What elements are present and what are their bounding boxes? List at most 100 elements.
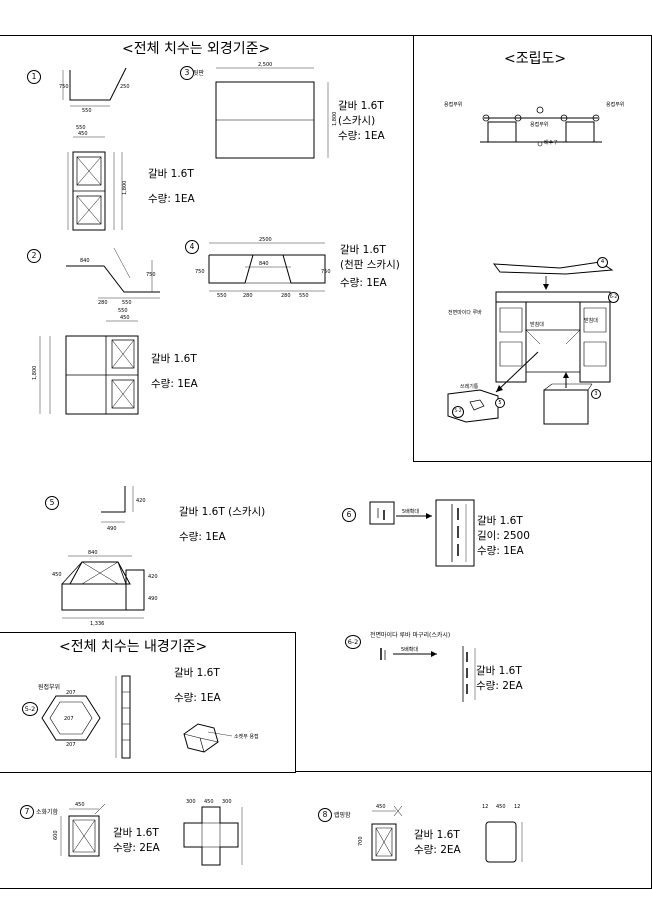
part-6-2-drawing: 5배확대	[375, 646, 485, 706]
part-4-dim-b550-l: 550	[217, 293, 227, 299]
part-7-material: 갈바 1.6T	[113, 827, 159, 839]
part-2-side-1800: 1,800	[32, 366, 38, 380]
part-6-2-spec: 갈바 1.6T 수량: 2EA	[476, 664, 523, 694]
part-5-2-name: 원접부위	[38, 684, 61, 691]
assembly-callout-6-2: 6-2	[608, 292, 619, 303]
part-3-name: 뒷판	[193, 70, 205, 77]
part-4-dim-right-750: 750	[321, 269, 331, 275]
part-3-number: 3	[180, 66, 194, 80]
assembly-top-drawing: 용접부위 용접부위 용접부위 배수구	[444, 101, 624, 156]
part-4-qty: 수량: 1EA	[340, 277, 387, 289]
part-4-dim-left-750: 750	[195, 269, 205, 275]
part-1-top-550: 550	[76, 125, 86, 131]
part-4-drawing: 2500 840 750 750 550 280 280 550	[195, 237, 331, 299]
part-6-2-qty: 수량: 2EA	[476, 680, 523, 692]
part-3-spec: 갈바 1.6T (스카시) 수량: 1EA	[338, 99, 385, 144]
part-8-name: 랩핑함	[334, 812, 351, 819]
part-7-number: 7	[20, 805, 34, 819]
assembly-weld-right: 용접부위	[606, 101, 624, 108]
part-6-2-number: 6-2	[345, 635, 361, 649]
part-5-dim-840: 840	[88, 550, 98, 556]
part-3-note: (스카시)	[338, 115, 376, 127]
part-8-dim-h: 700	[358, 836, 364, 846]
part-8-dim-w: 450	[376, 804, 386, 810]
part-8-dim-a: 12	[482, 804, 488, 810]
part-2-dim-840: 840	[80, 258, 90, 264]
assembly-main-drawing: 전면마이다 루바 받침대 받침대 쓰레기통	[440, 254, 630, 434]
assembly-support-label: 받침대	[584, 317, 598, 324]
part-8-material: 갈바 1.6T	[414, 829, 460, 841]
assembly-stand-label: 받침대	[530, 321, 544, 328]
part-2-qty: 수량: 1EA	[151, 378, 198, 390]
part-2-dim-750: 750	[146, 272, 156, 278]
interior-frame-bottom-line	[295, 771, 651, 772]
part-6-2-name: 전면마이다 루바 마구리(스카시)	[370, 632, 451, 639]
part-4-dim-b280-r: 280	[281, 293, 291, 299]
assembly-wall-label: 전면마이다 루바	[448, 309, 482, 316]
part-5-spec: 갈바 1.6T (스카시) 수량: 1EA	[179, 505, 265, 545]
part-8-number: 8	[318, 808, 332, 822]
part-5-2-hex-drawing: 207 207 207	[36, 690, 116, 748]
part-5-2-spec: 갈바 1.6T 수량: 1EA	[174, 666, 221, 706]
part-8-spec: 갈바 1.6T 수량: 2EA	[414, 828, 461, 858]
part-4-note: (천판 스카시)	[340, 259, 400, 271]
part-1-front-drawing: 550 450 1,800	[56, 125, 128, 235]
assembly-drain: 배수구	[544, 139, 558, 146]
title-exterior: <전체 치수는 외경기준>	[122, 41, 271, 57]
part-1-dim-250: 250	[120, 84, 130, 90]
part-5-2-strip-drawing	[110, 672, 140, 762]
part-2-profile-drawing: 840 750 280 550	[60, 248, 160, 306]
interior-frame	[0, 632, 296, 773]
part-1-spec: 갈바 1.6T 수량: 1EA	[148, 167, 195, 207]
part-5-2-number: 5-2	[22, 702, 38, 716]
part-5-dim-1336: 1,336	[90, 621, 104, 627]
assembly-callout-5-2: 5-2	[452, 406, 464, 418]
part-2-top-550: 550	[118, 308, 128, 314]
part-5-2-qty: 수량: 1EA	[174, 692, 221, 704]
part-7-dim-w: 450	[75, 802, 85, 808]
part-5-2-3d-drawing: 소켓부 용접	[178, 718, 259, 758]
part-1-dim-750: 750	[59, 84, 69, 90]
part-5-material: 갈바 1.6T (스카시)	[179, 506, 266, 518]
part-7-name: 소화기함	[36, 809, 59, 816]
part-7-dim-c: 300	[222, 799, 232, 805]
part-1-number: 1	[27, 70, 41, 84]
part-5-dim-490: 490	[107, 526, 117, 532]
part-3-drawing: 2,500 1,800	[210, 62, 338, 160]
part-6-material: 갈바 1.6T	[477, 515, 523, 527]
part-1-dim-550: 550	[82, 108, 92, 114]
part-6-2-material: 갈바 1.6T	[476, 665, 522, 677]
part-2-spec: 갈바 1.6T 수량: 1EA	[151, 352, 198, 392]
part-6-zoom: 5배확대	[402, 508, 419, 515]
part-7-dim-b: 450	[204, 799, 214, 805]
part-6-2-zoom: 5배확대	[401, 646, 418, 653]
part-8-side-drawing: 12 450 12	[482, 804, 528, 866]
part-8-dim-c: 12	[514, 804, 520, 810]
part-7-dim-a: 300	[186, 799, 196, 805]
assembly-weld-center: 용접부위	[530, 121, 548, 128]
part-7-dim-h: 600	[53, 830, 59, 840]
part-1-material: 갈바 1.6T	[148, 168, 194, 180]
part-2-dim-550: 550	[122, 300, 132, 306]
part-2-number: 2	[27, 249, 41, 263]
part-2-material: 갈바 1.6T	[151, 353, 197, 365]
part-7-qty: 수량: 2EA	[113, 842, 160, 854]
assembly-weld-left: 용접부위	[444, 101, 462, 108]
part-5-dim-450: 450	[52, 572, 62, 578]
part-3-dim-height: 1,800	[332, 112, 338, 126]
part-5-dim-right-420: 420	[148, 574, 158, 580]
part-5-qty: 수량: 1EA	[179, 531, 226, 543]
part-6-qty: 수량: 1EA	[477, 545, 524, 557]
assembly-trash-label: 쓰레기통	[460, 383, 479, 390]
part-4-number: 4	[185, 240, 199, 254]
part-6-number: 6	[342, 508, 356, 522]
part-7-net-drawing: 300 450 300	[180, 799, 250, 872]
part-6-spec: 갈바 1.6T 길이: 2500 수량: 1EA	[477, 514, 530, 559]
part-8-qty: 수량: 2EA	[414, 844, 461, 856]
part-5-number: 5	[45, 496, 59, 510]
part-4-dim-b280-l: 280	[243, 293, 253, 299]
part-5-profile-drawing: 420 490	[95, 482, 146, 532]
assembly-frame	[413, 35, 652, 462]
part-8-dim-b: 450	[496, 804, 506, 810]
part-1-side-1800: 1,800	[122, 181, 128, 195]
